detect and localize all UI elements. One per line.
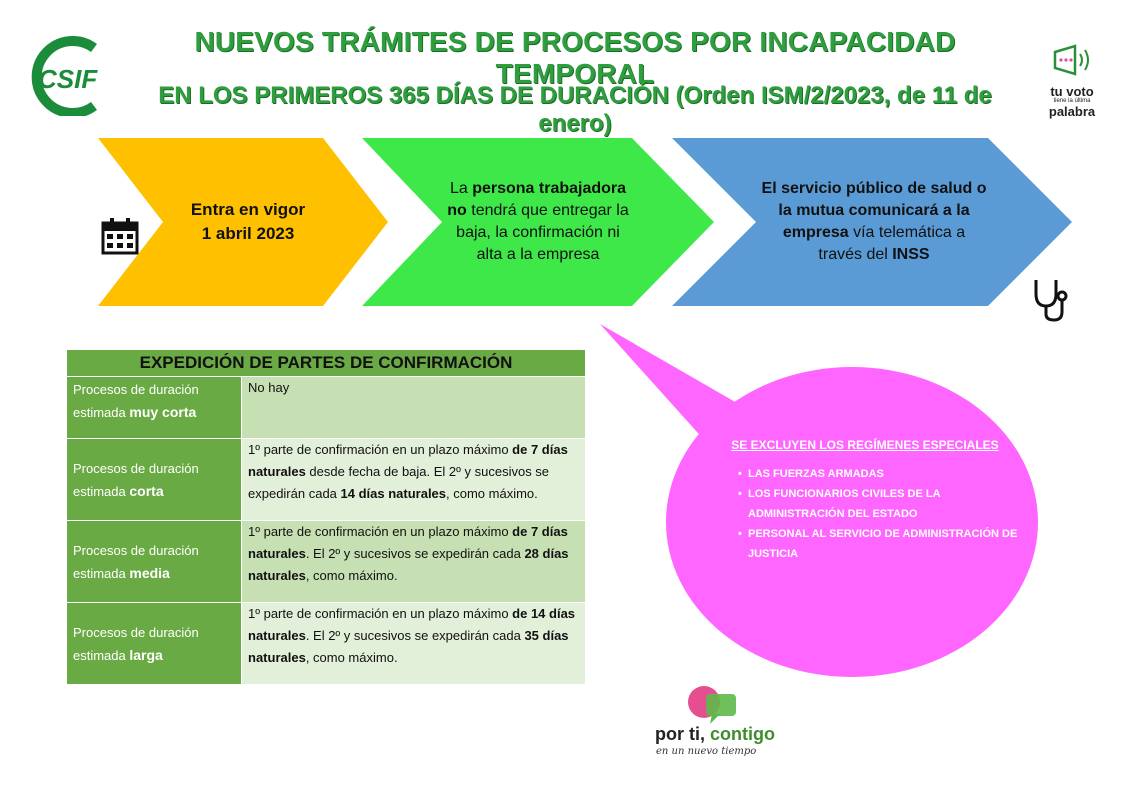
- stethoscope-icon: [1034, 280, 1068, 322]
- step3-inss: INSS: [892, 246, 930, 263]
- step2-pre: La: [449, 180, 473, 197]
- row-label-muy-corta: Procesos de duración estimada muy corta: [66, 376, 242, 439]
- row-value-muy-corta: No hay: [241, 376, 586, 439]
- tu-voto-palabra: palabra: [1048, 104, 1096, 119]
- exclusion-item: •LAS FUERZAS ARMADAS: [738, 468, 884, 480]
- step1-line1: Entra en vigor: [190, 200, 306, 219]
- step2-post: tendrá que entregar la baja, la confirma…: [456, 202, 629, 263]
- row-label-media: Procesos de duración estimada media: [66, 520, 242, 603]
- step-worker: La persona trabajadora no tendrá que ent…: [362, 138, 714, 306]
- page-title: NUEVOS TRÁMITES DE PROCESOS POR INCAPACI…: [194, 26, 956, 89]
- tu-voto-small: tiene la última: [1053, 98, 1091, 104]
- exclusions-heading: SE EXCLUYEN LOS REGÍMENES ESPECIALES: [731, 438, 999, 452]
- megaphone-icon: [1053, 44, 1089, 76]
- csif-logo: CSIF: [31, 36, 98, 116]
- exclusion-item: • LOS FUNCIONARIOS CIVILES DE LA ADMINIS…: [738, 488, 941, 520]
- tagline: en un nuevo tiempo: [656, 746, 757, 757]
- exclusions-bubble: [600, 324, 1038, 677]
- row-label-corta: Procesos de duración estimada corta: [66, 438, 242, 521]
- step-health-service: El servicio público de salud o la mutua …: [672, 138, 1072, 306]
- slogan: por ti, contigo: [655, 724, 775, 744]
- row-value-media: 1º parte de confirmación en un plazo máx…: [241, 520, 586, 603]
- page-subtitle: EN LOS PRIMEROS 365 DÍAS DE DURACIÓN (Or…: [158, 82, 992, 137]
- step1-line2: 1 abril 2023: [201, 224, 295, 243]
- step2-bold: persona trabajadora no: [447, 180, 627, 219]
- row-label-larga: Procesos de duración estimada larga: [66, 602, 242, 685]
- row-value-larga: 1º parte de confirmación en un plazo máx…: [241, 602, 586, 685]
- tu-voto-text: tu voto: [1050, 84, 1094, 99]
- exclusions-list: •LAS FUERZAS ARMADAS • LOS FUNCIONARIOS …: [700, 464, 1030, 564]
- row-value-corta: 1º parte de confirmación en un plazo máx…: [241, 438, 586, 521]
- table-title: EXPEDICIÓN DE PARTES DE CONFIRMACIÓN: [66, 349, 586, 377]
- tu-voto-badge: tu voto tiene la última palabra: [1036, 44, 1108, 118]
- step-effective-date: Entra en vigor 1 abril 2023: [98, 138, 388, 306]
- exclusion-item: •PERSONAL AL SERVICIO DE ADMINISTRACIÓN …: [738, 528, 1018, 560]
- step3-bold: El servicio público de salud o la mutua …: [761, 180, 987, 241]
- confirmation-table: EXPEDICIÓN DE PARTES DE CONFIRMACIÓN Pro…: [66, 349, 586, 685]
- speech-bubbles-logo: [688, 686, 736, 724]
- calendar-icon: [101, 218, 139, 255]
- exclusions-content: SE EXCLUYEN LOS REGÍMENES ESPECIALES •LA…: [700, 438, 1030, 564]
- csif-logo-text: CSIF: [38, 64, 98, 94]
- step3-mid: vía telemática a través del: [818, 224, 966, 263]
